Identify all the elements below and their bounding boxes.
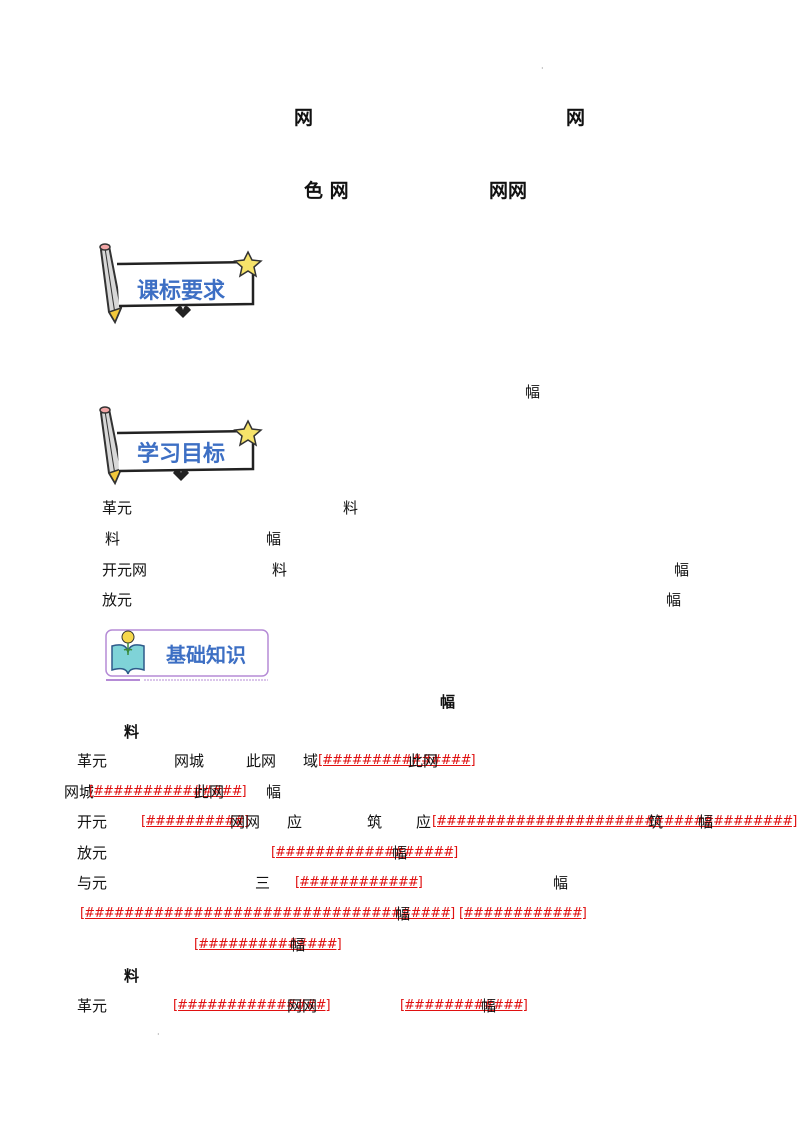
r8-c: 幅 — [481, 997, 497, 1015]
basics-sub2: 料 — [124, 967, 140, 985]
r5-c: 幅 — [553, 874, 569, 892]
goals-banner: 学习目标 — [95, 403, 270, 488]
title-right: 网 — [566, 107, 586, 129]
goal-2-a: 料 — [105, 530, 121, 548]
r8-blank1: [###############] — [173, 998, 331, 1013]
r1-c: 此网 — [246, 752, 277, 770]
lightbulb-book-icon: 基础知识 — [105, 629, 269, 681]
title-left: 网 — [294, 107, 314, 129]
basics-label: 基础知识 — [166, 643, 246, 667]
goal-2-b: 幅 — [266, 530, 282, 548]
r2-b: 此网 — [194, 783, 225, 801]
r6-blank1: [#####################################] — [80, 906, 455, 921]
r3-blank2: [####################################] — [432, 814, 797, 829]
basics-head-mark: 幅 — [440, 693, 456, 711]
r5-blank: [############] — [295, 875, 423, 890]
bottom-mark: · — [157, 1030, 160, 1039]
r5-b: 三 — [255, 874, 271, 892]
corner-mark: · — [541, 64, 544, 73]
r4-b: 幅 — [392, 844, 408, 862]
subtitle-right: 网网 — [489, 180, 528, 202]
basics-banner: 基础知识 — [100, 626, 275, 686]
r1-blank: [###############] — [318, 753, 476, 768]
r3-f: 筑 — [648, 813, 664, 831]
r5-a: 与元 — [77, 874, 108, 892]
basics-sub1: 料 — [124, 723, 140, 741]
r3-g: 幅 — [698, 813, 714, 831]
r2-blank: [###############] — [89, 784, 247, 799]
r6-blank2: [############] — [459, 906, 587, 921]
goal-3-b: 料 — [272, 561, 288, 579]
r8-a: 革元 — [77, 997, 108, 1015]
r1-d: 域 — [303, 752, 319, 770]
r1-a: 革元 — [77, 752, 108, 770]
pencil-banner-icon: 课标要求 — [99, 243, 263, 325]
r3-a: 开元 — [77, 813, 108, 831]
goals-label: 学习目标 — [137, 441, 225, 467]
r6-a: 幅 — [395, 905, 411, 923]
r1-e: 此网 — [408, 752, 439, 770]
r4-blank: [##################] — [271, 845, 458, 860]
r1-b: 网城 — [174, 752, 205, 770]
goal-3-a: 开元网 — [102, 561, 148, 579]
r4-a: 放元 — [77, 844, 108, 862]
r2-c: 幅 — [266, 783, 282, 801]
r3-d: 筑 — [367, 813, 383, 831]
r7-a: 幅 — [290, 936, 306, 954]
goal-4-a: 放元 — [102, 591, 133, 609]
pencil-banner-icon: 学习目标 — [99, 406, 263, 486]
subtitle-left: 色 网 — [304, 180, 349, 202]
r7-blank: [##############] — [194, 937, 342, 952]
goal-1-a: 革元 — [102, 499, 133, 517]
r3-b: 网网 — [230, 813, 261, 831]
r3-blank1: [##########] — [141, 814, 249, 829]
goal-1-b: 料 — [343, 499, 359, 517]
r8-b: 网网 — [287, 997, 318, 1015]
r3-e: 应 — [416, 813, 432, 831]
curriculum-label: 课标要求 — [137, 278, 225, 304]
goal-4-b: 幅 — [666, 591, 682, 609]
curriculum-banner: 课标要求 — [95, 238, 270, 328]
r2-a: 网城 — [64, 783, 95, 801]
r3-c: 应 — [287, 813, 303, 831]
r8-blank2: [############] — [400, 998, 528, 1013]
goal-3-c: 幅 — [674, 561, 690, 579]
curriculum-tail: 幅 — [525, 383, 541, 401]
